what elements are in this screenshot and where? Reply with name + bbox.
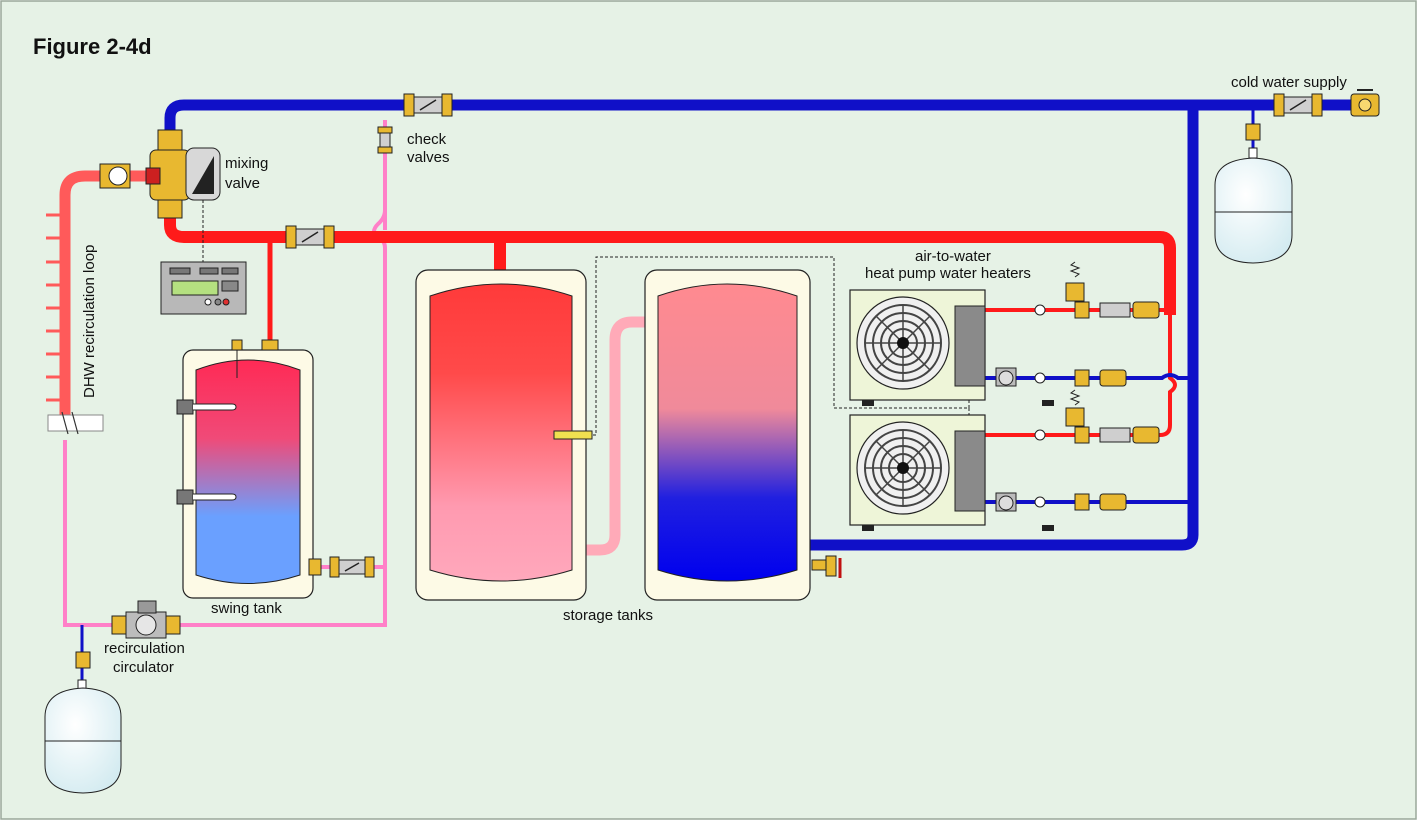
- dhw-branch-taps: [46, 213, 60, 402]
- check-valve: [285, 225, 335, 249]
- storage-tanks-label: storage tanks: [563, 607, 653, 624]
- svg-text:air-to-water: air-to-water: [915, 248, 991, 265]
- tank-transfer-pipe: [572, 316, 660, 556]
- storage-tank-1: [415, 269, 593, 601]
- svg-text:valve: valve: [225, 175, 260, 192]
- ball-valve: [308, 558, 322, 576]
- svg-text:recirculation: recirculation: [104, 640, 185, 657]
- tank-fitting: [261, 339, 279, 351]
- fan-icon: [856, 296, 950, 390]
- hp1-cold-valves: [1074, 369, 1127, 387]
- heat-pumps-label: air-to-water heat pump water heaters: [865, 248, 1031, 282]
- svg-text:mixing: mixing: [225, 155, 268, 172]
- svg-text:check: check: [407, 131, 447, 148]
- recirculation-circulator: [111, 600, 181, 639]
- mixing-valve: [99, 129, 221, 219]
- cold-water-supply-label: cold water supply: [1231, 74, 1347, 91]
- heat-pump-2: [849, 414, 1054, 531]
- storage-tank-2: [644, 269, 811, 601]
- swing-tank-label: swing tank: [211, 600, 282, 617]
- check-valve: [329, 556, 375, 578]
- cold-water-piping: [80, 99, 1370, 688]
- figure-title: Figure 2-4d: [33, 34, 152, 59]
- controller: [160, 261, 247, 315]
- heat-pump-1: [849, 289, 1054, 406]
- relief-valve: [1065, 261, 1085, 302]
- dhw-recirculation-loop-label: DHW recirculation loop: [81, 245, 98, 398]
- svg-text:circulator: circulator: [113, 659, 174, 676]
- ball-valve: [1350, 89, 1380, 117]
- check-valve: [1273, 93, 1323, 117]
- expansion-tank-cold: [1214, 123, 1293, 264]
- tank-sensor: [553, 430, 593, 440]
- check-valves-label: check valves: [407, 131, 450, 166]
- fan-icon: [856, 421, 950, 515]
- expansion-tank-recirc: [44, 651, 122, 794]
- hp1-hot-valves: [1065, 261, 1160, 319]
- recirculation-circulator-label: recirculation circulator: [104, 640, 185, 676]
- check-valve: [377, 126, 393, 154]
- mixing-valve-label: mixing valve: [225, 155, 268, 192]
- swing-tank: [176, 349, 314, 599]
- gauge-icon: [108, 166, 128, 186]
- dhw-loop-supply-pipe: [59, 170, 160, 415]
- pump-icon: [995, 492, 1017, 512]
- drain-valve: [811, 555, 842, 578]
- check-valve: [403, 93, 453, 117]
- display-screen: [171, 280, 219, 296]
- hp2-cold-valves: [1074, 493, 1127, 511]
- relief-valve: [231, 339, 243, 378]
- pump-icon: [995, 367, 1017, 387]
- svg-text:heat pump water heaters: heat pump water heaters: [865, 265, 1031, 282]
- heating-element-lower: [176, 489, 194, 505]
- hp2-hot-valves: [1065, 389, 1160, 444]
- svg-text:valves: valves: [407, 149, 450, 166]
- heating-element-upper: [176, 399, 194, 415]
- pipe-break-symbol: [47, 411, 104, 435]
- relief-valve: [1065, 389, 1085, 427]
